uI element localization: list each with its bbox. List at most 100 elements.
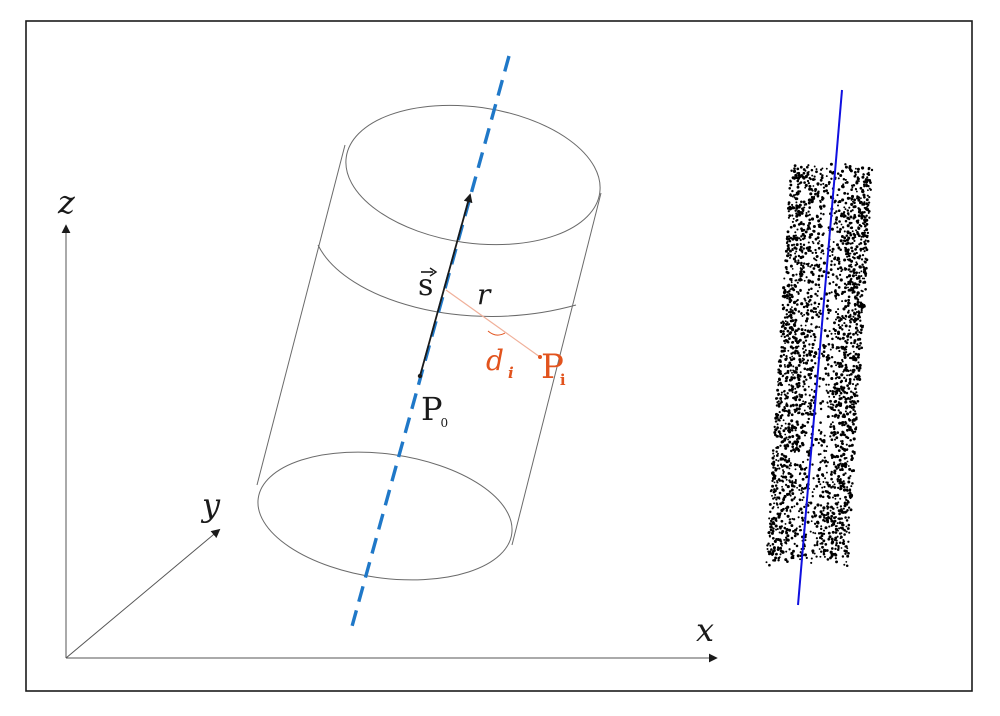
cloud-point (846, 384, 849, 387)
cloud-point (792, 257, 796, 261)
cloud-point (860, 311, 863, 314)
cloud-point (789, 249, 792, 253)
cloud-point (860, 212, 864, 215)
cloud-point (846, 353, 850, 357)
cloud-point (779, 354, 783, 358)
cloud-point (860, 270, 863, 273)
cloud-point (803, 297, 806, 300)
cloud-point (856, 343, 859, 346)
cloud-point (841, 360, 844, 363)
cloud-point (823, 555, 826, 558)
cloud-point (850, 184, 854, 187)
cloud-point (814, 187, 818, 192)
cloud-point (865, 198, 869, 202)
cloud-point (848, 168, 852, 172)
cloud-point (841, 430, 844, 434)
cloud-point (841, 424, 844, 427)
cloud-point (802, 171, 806, 175)
cloud-point (799, 181, 803, 184)
cloud-point (853, 233, 857, 237)
cloud-point (804, 328, 807, 332)
cloud-point (845, 443, 848, 446)
cloud-point (768, 535, 771, 538)
cloud-point (788, 214, 792, 218)
cloud-point (835, 373, 838, 377)
cloud-point (842, 332, 846, 336)
cloud-point (848, 325, 852, 328)
cloud-point (793, 408, 796, 411)
cloud-point (836, 313, 840, 316)
cloud-point (802, 380, 806, 383)
cloud-point (823, 529, 825, 532)
cloud-point (816, 236, 820, 240)
cloud-point (838, 316, 841, 319)
cloud-point (848, 165, 852, 168)
cloud-point (838, 389, 841, 393)
cloud-point (799, 551, 802, 554)
cloud-point (787, 471, 791, 475)
cloud-point (781, 475, 785, 479)
cloud-point (798, 360, 802, 364)
cloud-point (786, 240, 789, 243)
cloud-point (826, 354, 830, 357)
cloud-point (792, 369, 795, 372)
cloud-point (850, 202, 854, 206)
cloud-point (794, 398, 798, 402)
cloud-point (802, 247, 805, 250)
cloud-point (835, 283, 838, 287)
cloud-point (844, 420, 847, 424)
cloud-point (805, 305, 808, 308)
cloud-point (771, 479, 774, 483)
y-axis-line (65, 528, 221, 659)
cloud-point (852, 430, 855, 433)
cloud-point (798, 393, 801, 396)
cloud-point (854, 427, 858, 431)
cloud-point (849, 320, 852, 324)
cloud-point (788, 296, 792, 300)
cloud-point (775, 454, 779, 457)
cloud-point (806, 172, 810, 176)
cloud-point (785, 315, 789, 319)
cloud-point (846, 448, 849, 451)
cloud-point (801, 499, 804, 501)
cloud-point (854, 318, 858, 322)
cloud-point (827, 372, 830, 375)
cloud-point (793, 441, 796, 444)
cloud-point (841, 555, 845, 558)
cloud-point (820, 267, 823, 270)
cloud-point (836, 431, 840, 434)
cloud-point (808, 218, 811, 222)
cloud-point (820, 525, 823, 528)
cloud-point (814, 237, 818, 241)
cloud-point (804, 183, 808, 187)
cloud-point (859, 200, 863, 204)
cloud-point (841, 328, 844, 331)
cloud-point (848, 329, 851, 332)
cloud-point (843, 563, 846, 566)
cloud-point (799, 165, 803, 169)
cloud-point (845, 560, 848, 563)
cloud-point (803, 279, 806, 282)
cloud-point (832, 520, 836, 524)
cloud-point (832, 281, 835, 284)
cloud-point (769, 528, 773, 532)
cloud-point (775, 487, 779, 490)
cloud-point (854, 304, 857, 307)
cloud-point (803, 467, 807, 471)
cloud-point (847, 295, 851, 299)
cloud-point (849, 427, 852, 430)
cloud-point (814, 382, 817, 385)
cloud-point (796, 179, 800, 183)
cloud-point (766, 544, 769, 547)
cloud-point (799, 242, 802, 246)
cloud-point (783, 339, 786, 343)
cloud-point (820, 512, 824, 516)
cloud-point (855, 311, 858, 314)
cloud-point (806, 476, 809, 479)
cloud-point (794, 426, 798, 430)
cloud-point (780, 424, 783, 427)
cloud-point (796, 486, 798, 489)
cloud-point (784, 372, 787, 375)
cloud-point (777, 478, 781, 481)
